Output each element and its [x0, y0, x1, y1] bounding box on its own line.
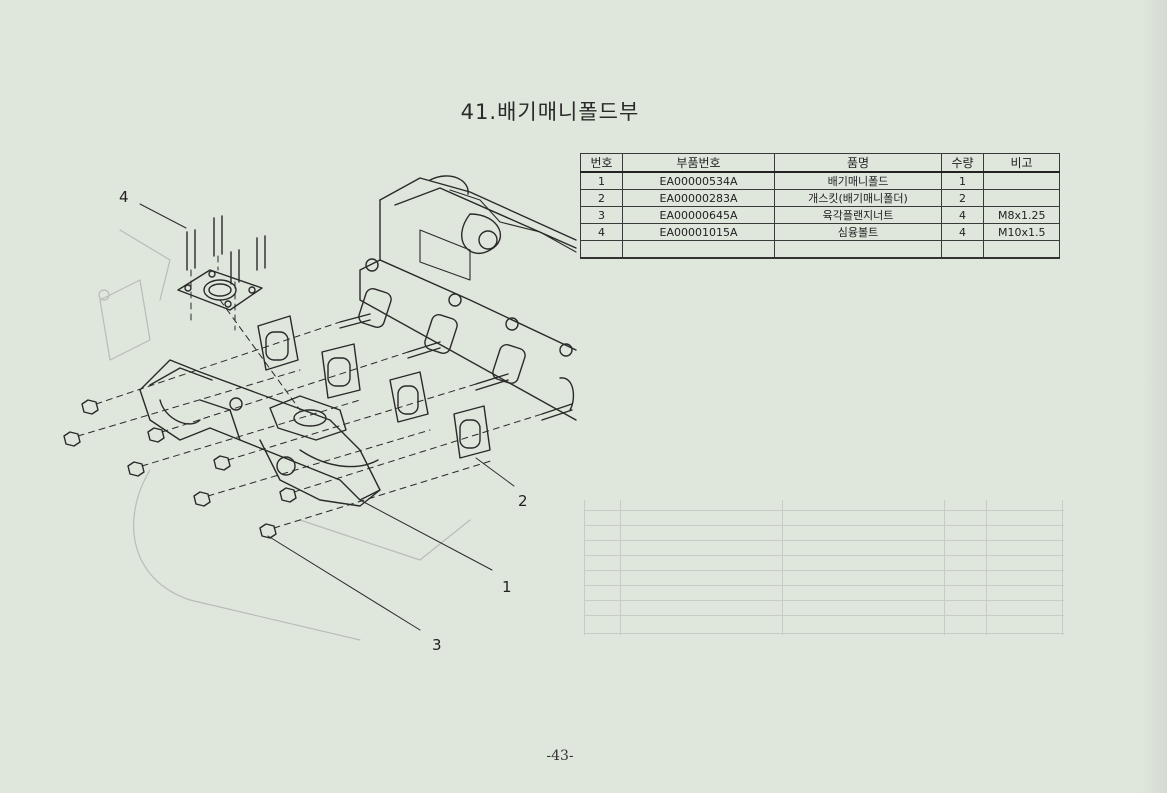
head-exhaust-ports [358, 287, 575, 411]
reverse-page-show-through [584, 500, 1064, 635]
assembly-dash-lines [77, 255, 543, 529]
table-row: 3 EA00000645A 육각플랜지너트 4 M8x1.25 [580, 206, 1060, 224]
cell-part-number: EA00000283A [622, 189, 775, 207]
flange-nuts [63, 399, 297, 539]
cell-part-name: 심융볼트 [774, 223, 942, 241]
table-row: 1 EA00000534A 배기매니폴드 1 [580, 171, 1060, 190]
header-part-number: 부품번호 [622, 153, 775, 173]
callout-3: 3 [432, 636, 442, 654]
turbo-flange-gasket [177, 269, 263, 311]
callout-2: 2 [518, 492, 528, 510]
cylinder-head [359, 175, 577, 421]
page-number: -43- [546, 748, 574, 764]
callout-1: 1 [502, 578, 512, 596]
table-row: 2 EA00000283A 개스킷(배기매니폴더) 2 [580, 189, 1060, 207]
cell-remarks: M10x1.5 [983, 223, 1060, 241]
page-title: 41.배기매니폴드부 [460, 100, 640, 124]
table-row-empty [580, 240, 1060, 259]
callout-4: 4 [119, 188, 129, 206]
scan-edge-shadow [1141, 0, 1167, 793]
flange-studs [186, 215, 266, 285]
table-row: 4 EA00001015A 심융볼트 4 M10x1.5 [580, 223, 1060, 241]
cell-part-number: EA00001015A [622, 223, 775, 241]
header-part-name: 품명 [774, 153, 942, 173]
cell-part-name: 배기매니폴드 [774, 171, 942, 190]
header-number: 번호 [580, 153, 623, 173]
cell-number: 4 [580, 223, 623, 241]
table-header-row: 번호 부품번호 품명 수량 비고 [580, 153, 1060, 173]
manifold-gaskets [257, 315, 491, 459]
head-studs [339, 313, 573, 421]
engine-block-ghost [98, 229, 471, 641]
parts-table: 번호 부품번호 품명 수량 비고 1 EA00000534A 배기매니폴드 1 … [580, 153, 1060, 259]
cell-part-name: 개스킷(배기매니폴더) [774, 189, 942, 207]
header-remarks: 비고 [983, 153, 1060, 173]
callout-leaders [139, 203, 515, 631]
cell-quantity: 4 [941, 223, 984, 241]
